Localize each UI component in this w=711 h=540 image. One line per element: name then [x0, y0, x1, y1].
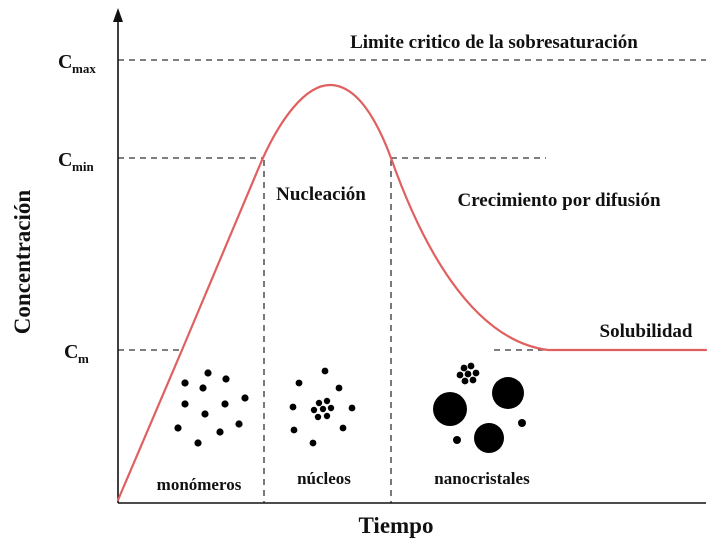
c-max-label: C max	[58, 51, 96, 76]
y-axis-title: Concentración	[10, 190, 35, 335]
svg-text:C: C	[64, 341, 78, 363]
y-axis-arrow-icon	[113, 8, 123, 22]
svg-text:min: min	[72, 159, 94, 174]
c-min-label: C min	[58, 149, 94, 174]
x-axis-title: Tiempo	[359, 513, 434, 538]
nucleation-label: Nucleación	[276, 184, 366, 205]
nanocrystals-label: nanocristales	[434, 469, 530, 488]
svg-text:C: C	[58, 51, 72, 73]
nuclei-particles	[289, 367, 356, 447]
nuclei-label: núcleos	[297, 469, 351, 488]
monomers-particles	[174, 369, 249, 447]
svg-text:max: max	[72, 61, 96, 76]
monomers-label: monómeros	[157, 475, 242, 494]
concentration-curve	[116, 83, 708, 502]
critical-limit-label: Limite critico de la sobresaturación	[350, 32, 638, 53]
c-m-label: C m	[64, 341, 89, 366]
diffusion-growth-label: Crecimiento por difusión	[457, 190, 660, 211]
solubility-label: Solubilidad	[600, 321, 693, 342]
nanocrystals-particles	[433, 362, 526, 453]
svg-text:m: m	[78, 351, 89, 366]
svg-text:C: C	[58, 149, 72, 171]
